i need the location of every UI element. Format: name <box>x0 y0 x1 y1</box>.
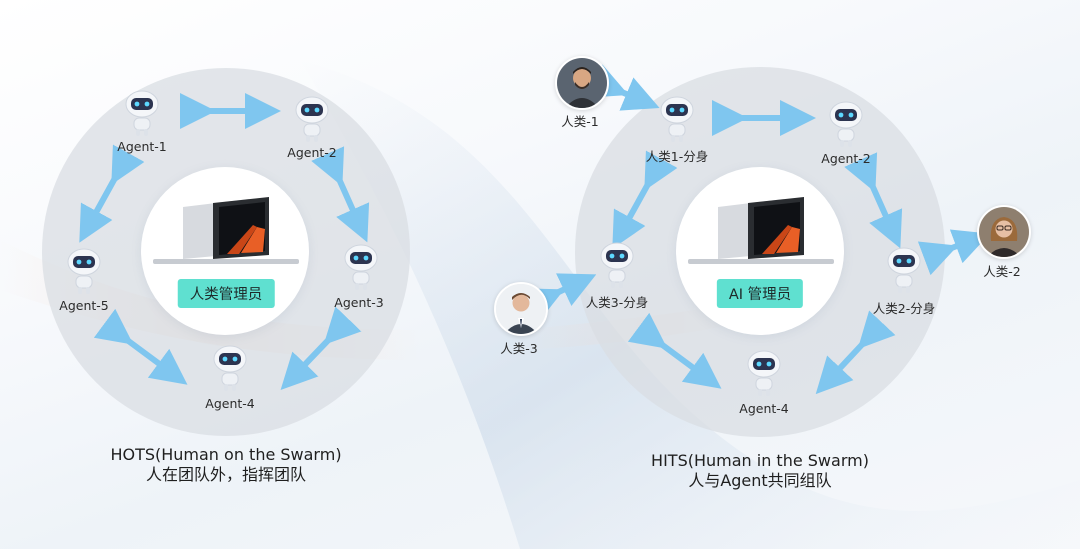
hits-caption-title: HITS(Human in the Swarm) <box>651 451 869 470</box>
hots-caption: HOTS(Human on the Swarm) 人在团队外，指挥团队 <box>110 445 341 485</box>
robot-icon <box>887 247 921 293</box>
person-avatar-icon <box>555 56 609 110</box>
hits-agent-2-label: Agent-2 <box>821 151 871 166</box>
arrow-human3clone-human1clone <box>612 150 678 249</box>
person-avatar-icon <box>977 205 1031 259</box>
hits-caption-subtitle: 人与Agent共同组队 <box>688 471 832 490</box>
robot-icon <box>660 96 694 142</box>
hots-agent-3-label: Agent-3 <box>334 295 384 310</box>
robot-icon <box>125 90 159 136</box>
hits-agent-3-label: 人类2-分身 <box>872 301 936 316</box>
hots-agent-1-label: Agent-1 <box>117 139 167 154</box>
hits-caption: HITS(Human in the Swarm) 人与Agent共同组队 <box>651 451 869 491</box>
human-3-label: 人类-3 <box>500 341 538 356</box>
robot-icon <box>747 350 781 396</box>
hots-caption-title: HOTS(Human on the Swarm) <box>110 445 342 464</box>
hots-agent-4-label: Agent-4 <box>205 396 255 411</box>
robot-icon <box>67 248 101 294</box>
arrow-agent4-agent5 <box>93 308 188 385</box>
hots-caption-subtitle: 人在团队外，指挥团队 <box>145 465 306 484</box>
human-1-label: 人类-1 <box>561 114 599 129</box>
hits-agent-1-label: 人类1-分身 <box>645 149 709 164</box>
hits-admin-badge: AI 管理员 <box>716 279 804 308</box>
arrow-agent5-agent1 <box>79 144 145 243</box>
robot-icon <box>344 244 378 290</box>
human-2-label: 人类-2 <box>983 264 1021 279</box>
hits-agent-5-label: 人类3-分身 <box>585 295 649 310</box>
hots-agent-5-label: Agent-5 <box>59 298 109 313</box>
arrow-human2clone-agent4 <box>815 310 896 395</box>
laptop-icon <box>153 197 299 264</box>
arrow-agent2-human2clone <box>844 152 903 249</box>
arrow-human1-clone <box>588 64 660 111</box>
hots-admin-badge: 人类管理员 <box>177 279 275 308</box>
laptop-icon <box>688 197 834 264</box>
robot-icon <box>600 242 634 288</box>
arrow-agent4-human3clone <box>627 312 722 389</box>
robot-icon <box>213 345 247 391</box>
person-avatar-icon <box>494 282 548 336</box>
arrow-human2-clone <box>917 229 990 276</box>
robot-icon <box>295 96 329 142</box>
arrow-human3-clone <box>524 273 597 321</box>
arrow-agent2-agent3 <box>311 146 370 243</box>
hots-agent-2-label: Agent-2 <box>287 145 337 160</box>
robot-icon <box>829 101 863 147</box>
hits-agent-4-label: Agent-4 <box>739 401 789 416</box>
arrow-agent3-agent4 <box>280 306 362 391</box>
